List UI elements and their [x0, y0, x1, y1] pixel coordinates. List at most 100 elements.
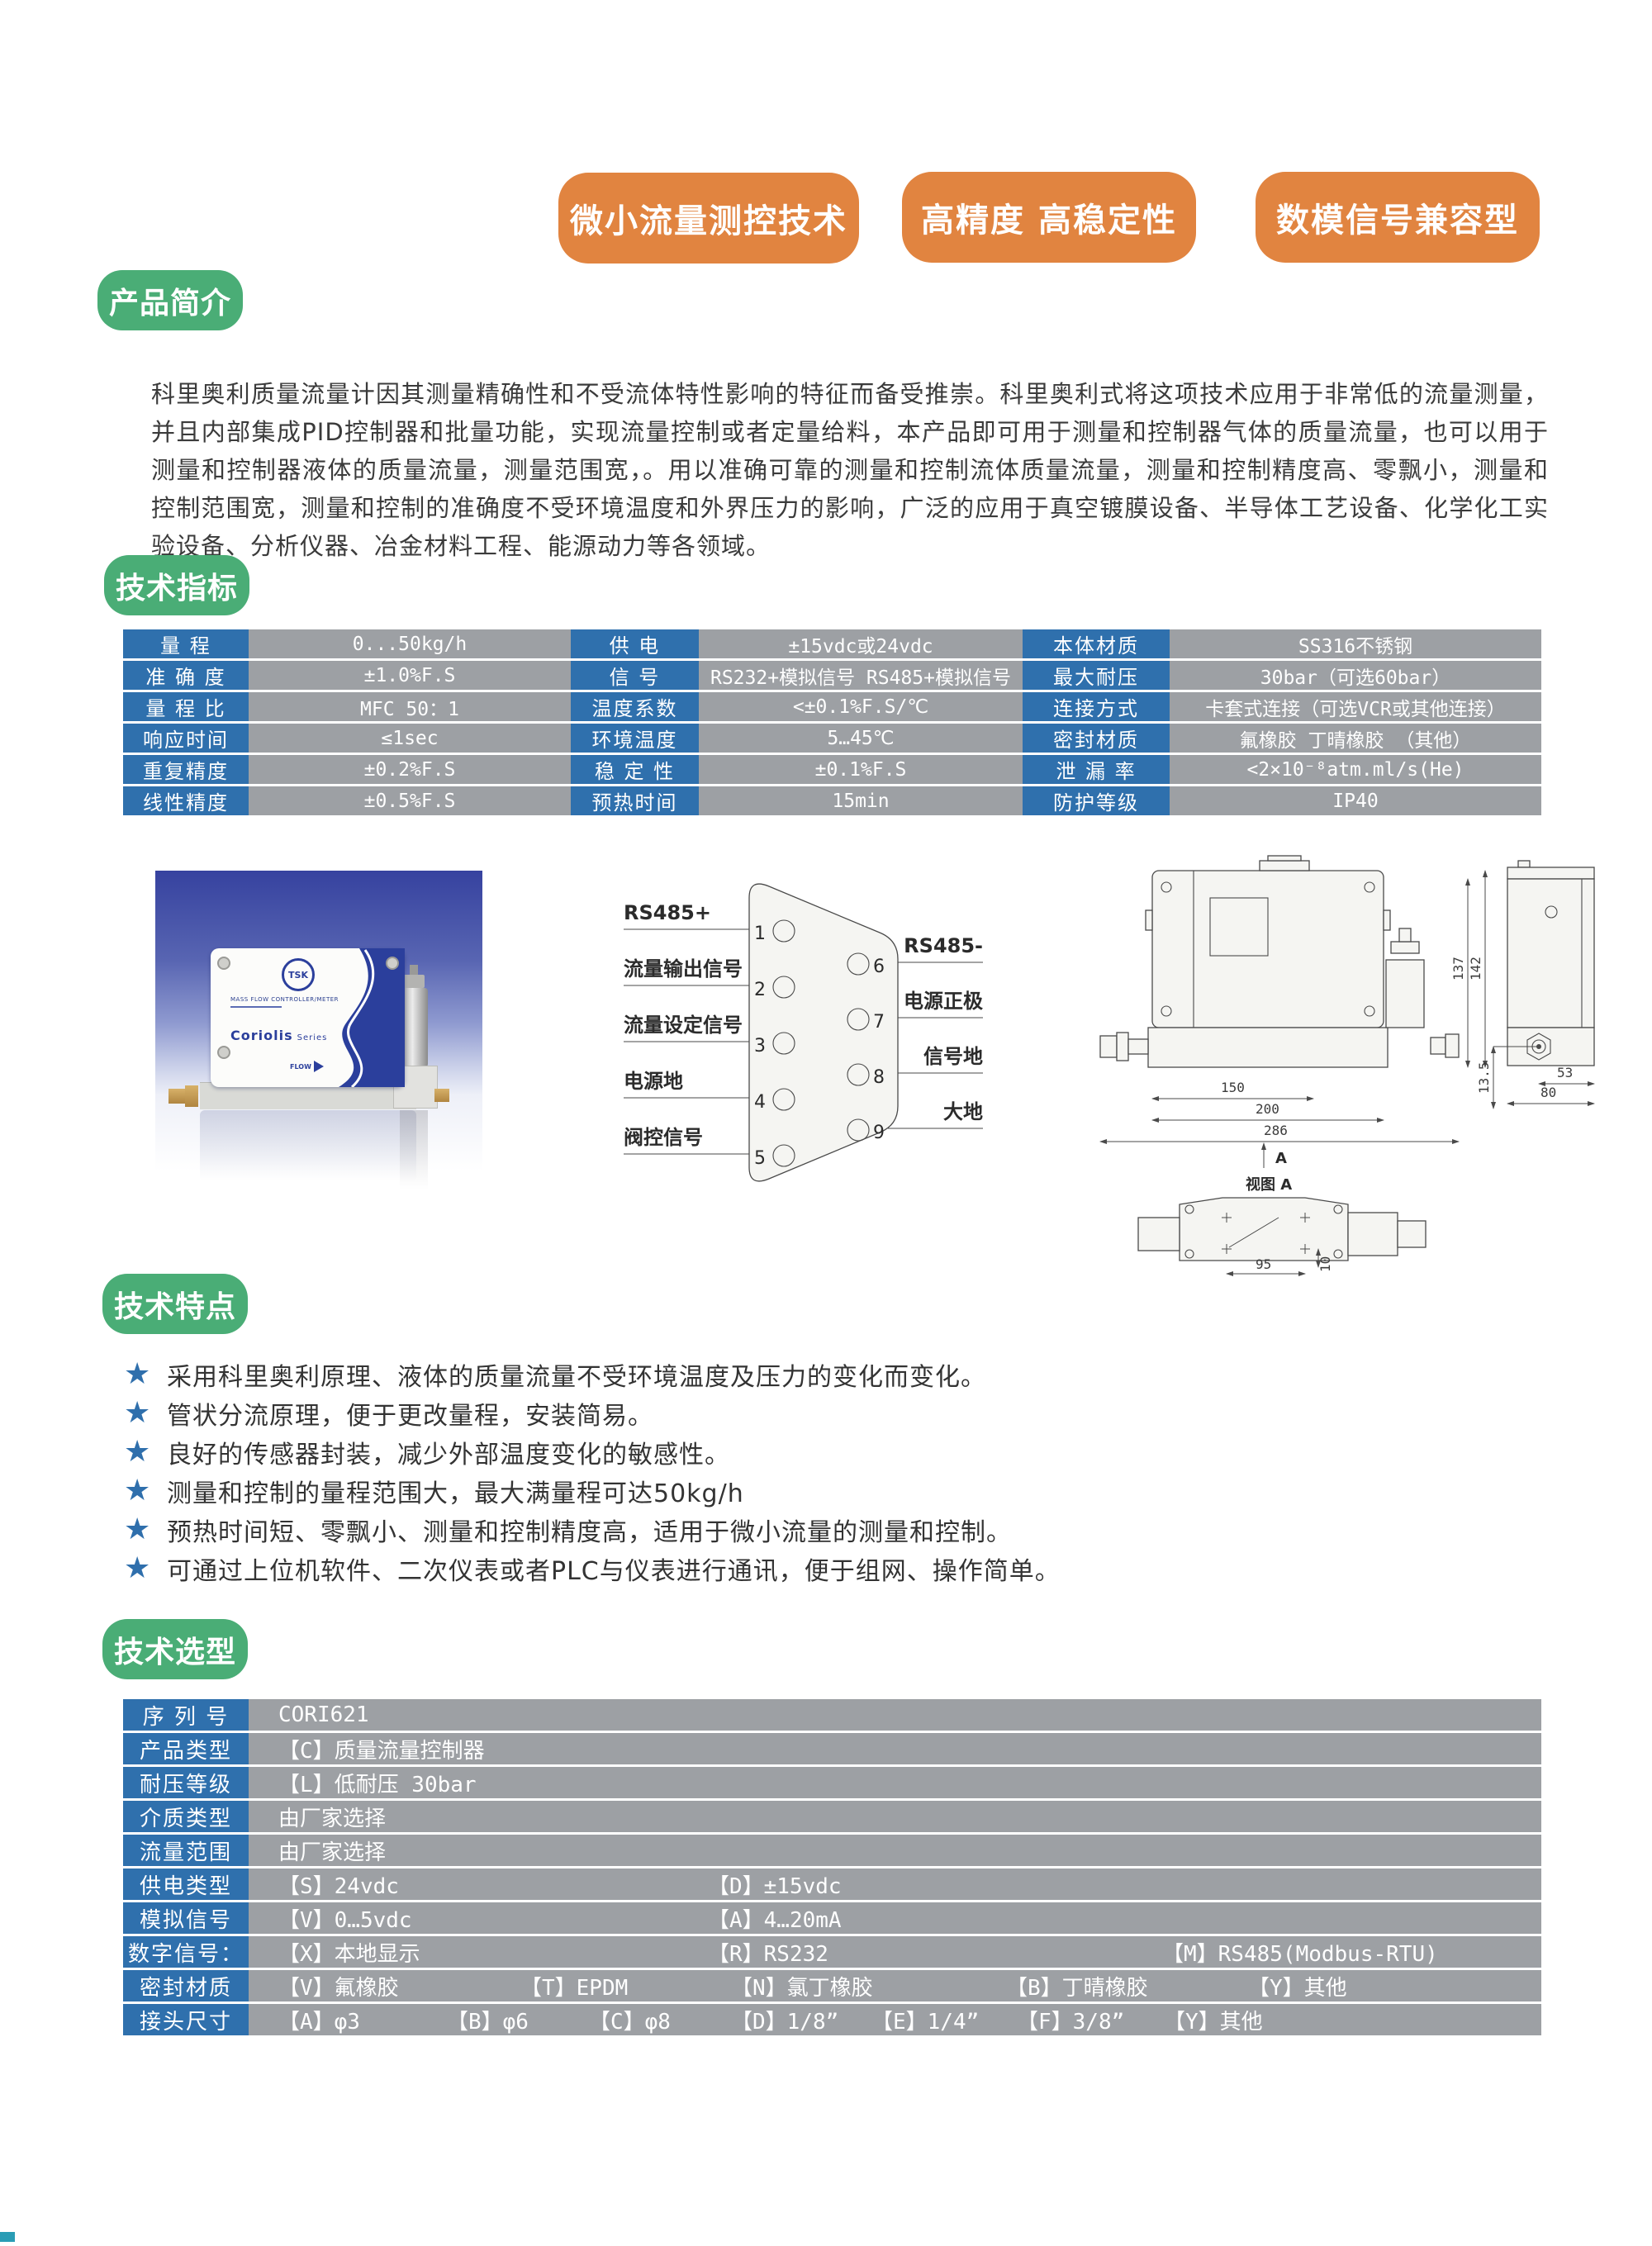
feature-item: ★ 采用科里奥利原理、液体的质量流量不受环境温度及压力的变化而变化。	[124, 1355, 1569, 1394]
spec-label-cell: 密封材质	[1023, 724, 1170, 753]
valve-cap	[403, 975, 425, 988]
blue-wave-graphic	[339, 948, 405, 1087]
spec-value-cell: ≤1sec	[249, 724, 571, 753]
spec-value-cell: RS232+模拟信号 RS485+模拟信号	[699, 661, 1023, 690]
selection-option: 【X】本地显示	[278, 1941, 420, 1967]
star-icon: ★	[124, 1474, 151, 1508]
spec-label-cell: 量 程	[123, 629, 249, 658]
selection-value-cell: 【S】24vdc【D】±15vdc	[249, 1869, 1541, 1900]
selection-option: 【N】氯丁橡胶	[731, 1975, 873, 2001]
selection-value-cell: 【C】质量流量控制器	[249, 1733, 1541, 1764]
spec-label-cell: 重复精度	[123, 755, 249, 784]
device-caption-text: MASS FLOW CONTROLLER/METER	[230, 996, 339, 1003]
pin-label: 电源正极	[904, 990, 983, 1013]
selection-label-cell: 数字信号：	[123, 1936, 249, 1968]
selection-option: 【R】RS232	[708, 1941, 828, 1967]
feature-text: 预热时间短、零飘小、测量和控制精度高，适用于微小流量的测量和控制。	[167, 1517, 1012, 1547]
selection-option: 【Y】其他	[1164, 2009, 1263, 2035]
selection-option: 【A】φ3	[278, 2009, 360, 2035]
feature-item: ★ 管状分流原理，便于更改量程，安装简易。	[124, 1394, 1569, 1432]
spec-label-cell: 量 程 比	[123, 692, 249, 721]
spec-value-cell: 氟橡胶 丁晴橡胶 （其他）	[1170, 724, 1541, 753]
star-icon: ★	[124, 1396, 151, 1430]
feature-text: 管状分流原理，便于更改量程，安装简易。	[167, 1401, 653, 1431]
selection-option: 【D】1/8”	[731, 2009, 839, 2035]
feature-badge-signal: 数模信号兼容型	[1256, 172, 1540, 263]
selection-value-cell: 【V】0…5vdc 【A】4…20mA	[249, 1902, 1541, 1934]
selection-label-cell: 流量范围	[123, 1835, 249, 1866]
spec-value-cell: ±1.0%F.S	[249, 661, 571, 690]
star-icon: ★	[124, 1551, 151, 1585]
selection-label-cell: 介质类型	[123, 1801, 249, 1832]
selection-label-cell: 模拟信号	[123, 1902, 249, 1934]
photo-reflection-fade	[155, 1095, 482, 1196]
selection-option: 【A】4…20mA	[708, 1907, 842, 1933]
pin-label: RS485-	[904, 934, 983, 957]
pin-label: 阀控信号	[624, 1126, 703, 1149]
screw-icon	[217, 957, 230, 970]
selection-value-cell: 【A】φ3【B】φ6【C】φ8【D】1/8”【E】1/4”【F】3/8”【Y】其…	[249, 2004, 1541, 2035]
connector-pinout-diagram: 1 2 3 4 5 6 7 8 9 RS485+ 流量输出信号 流量设定信号 电…	[624, 883, 983, 1182]
spec-value-cell: ±15vdc或24vdc	[699, 629, 1023, 658]
spec-label-cell: 防护等级	[1023, 786, 1170, 815]
page-corner-mark	[0, 2232, 15, 2242]
selection-value-cell: 【L】低耐压 30bar	[249, 1767, 1541, 1798]
selection-label-cell: 产品类型	[123, 1733, 249, 1764]
dim-53: 53	[1557, 1065, 1573, 1080]
feature-badge-precision: 高精度 高稳定性	[902, 172, 1196, 263]
dimension-drawing: 150 200 286 137 142 53 80 13.5 A 视图 A	[1099, 855, 1595, 1276]
dim-80: 80	[1540, 1085, 1556, 1100]
selection-value-cell: 由厂家选择	[249, 1835, 1541, 1866]
flow-text: FLOW	[290, 1062, 311, 1071]
spec-value-cell: <2×10⁻⁸atm.ml/s(He)	[1170, 755, 1541, 784]
section-title-selection: 技术选型	[102, 1619, 248, 1679]
selection-option: 【M】RS485(Modbus-RTU)	[1162, 1941, 1438, 1967]
selection-option: 【V】0…5vdc	[278, 1907, 412, 1933]
selection-label-cell: 接头尺寸	[123, 2004, 249, 2035]
pin-label: 电源地	[624, 1070, 683, 1093]
spec-label-cell: 温度系数	[571, 692, 699, 721]
spec-label-cell: 稳 定 性	[571, 755, 699, 784]
selection-option: 由厂家选择	[278, 1806, 387, 1831]
feature-text: 采用科里奥利原理、液体的质量流量不受环境温度及压力的变化而变化。	[167, 1362, 986, 1392]
pin-number: 3	[754, 1036, 766, 1057]
pin-number: 2	[754, 980, 766, 1000]
spec-value-cell: IP40	[1170, 786, 1541, 815]
spec-label-cell: 连接方式	[1023, 692, 1170, 721]
feature-item: ★预热时间短、零飘小、测量和控制精度高，适用于微小流量的测量和控制。	[124, 1510, 1569, 1549]
selection-option: CORI621	[278, 1702, 369, 1727]
screw-icon	[386, 957, 399, 970]
feature-text: 良好的传感器封装，减少外部温度变化的敏感性。	[167, 1440, 730, 1470]
view-a-label: 视图 A	[1246, 1175, 1292, 1194]
dim-150: 150	[1221, 1080, 1245, 1095]
spec-value-cell: <±0.1%F.S/℃	[699, 692, 1023, 721]
valve-stem	[410, 965, 418, 975]
selection-option: 【V】氟橡胶	[278, 1975, 399, 2001]
spec-label-cell: 本体材质	[1023, 629, 1170, 658]
selection-option: 【T】EPDM	[520, 1975, 629, 2001]
series-name: Coriolis	[230, 1028, 293, 1043]
spec-value-cell: 0...50kg/h	[249, 629, 571, 658]
pin-number: 4	[754, 1092, 766, 1113]
pin-number: 1	[754, 924, 766, 944]
spec-label-cell: 准 确 度	[123, 661, 249, 690]
spec-label-cell: 预热时间	[571, 786, 699, 815]
flow-direction-label: FLOW	[290, 1061, 324, 1072]
arrow-a-label: A	[1275, 1150, 1287, 1167]
feature-item: ★测量和控制的量程范围大，最大满量程可达50kg/h	[124, 1471, 1569, 1510]
spec-value-cell: MFC 50：1	[249, 692, 571, 721]
selection-value-cell: 【X】本地显示 【R】RS232 【M】RS485(Modbus-RTU)	[249, 1936, 1541, 1968]
selection-option: 由厂家选择	[278, 1840, 387, 1865]
selection-option: 【C】质量流量控制器	[278, 1738, 485, 1764]
pin-number: 7	[873, 1012, 885, 1033]
right-fitting	[434, 1089, 449, 1102]
section-title-features: 技术特点	[102, 1274, 248, 1334]
star-icon: ★	[124, 1357, 151, 1391]
dim-95: 95	[1256, 1256, 1271, 1272]
flow-arrow-icon	[313, 1061, 324, 1072]
pin-number: 9	[873, 1123, 885, 1143]
brand-logo: TSK	[282, 958, 315, 991]
